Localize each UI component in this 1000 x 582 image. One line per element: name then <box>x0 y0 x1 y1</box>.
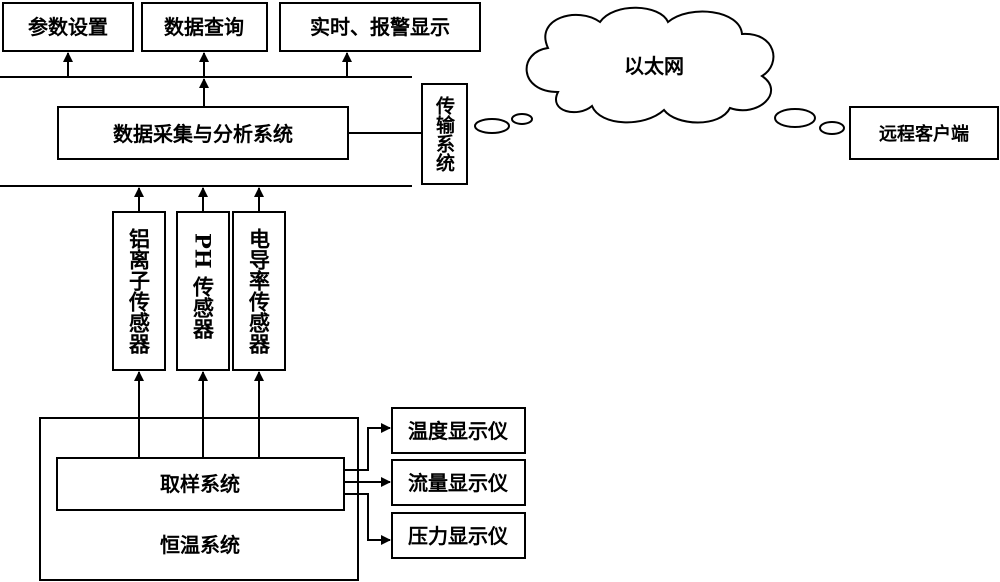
thermostat-system-label: 恒温系统 <box>160 533 240 557</box>
sampling-system-label: 取样系统 <box>160 472 240 496</box>
aluminum-ion-sensor-block: 铝离子传感器 <box>112 211 166 371</box>
remote-client-block: 远程客户端 <box>849 106 999 160</box>
transmission-system-label: 传输系统 <box>433 95 456 173</box>
ph-sensor-block: PH 传感器 <box>176 211 230 371</box>
remote-client-label: 远程客户端 <box>879 123 969 145</box>
pressure-display-label: 压力显示仪 <box>408 524 509 548</box>
cloud-bubble-right-2 <box>819 121 845 135</box>
cloud-bubble-right-1 <box>774 108 816 128</box>
acquisition-system-block: 数据采集与分析系统 <box>57 106 349 160</box>
conductivity-sensor-label: 电导率传感器 <box>247 228 272 355</box>
cloud-bubble-left-1 <box>474 118 510 134</box>
aluminum-ion-sensor-label: 铝离子传感器 <box>127 227 152 355</box>
flow-display-label: 流量显示仪 <box>408 471 509 495</box>
temperature-display-label: 温度显示仪 <box>408 419 509 443</box>
data-query-block: 数据查询 <box>141 2 268 52</box>
param-settings-label: 参数设置 <box>28 15 108 39</box>
connector-to-temperature <box>344 423 391 471</box>
connector-to-pressure <box>344 493 391 545</box>
cloud-bubble-left-2 <box>511 113 533 125</box>
flow-display-block: 流量显示仪 <box>391 459 526 506</box>
conductivity-sensor-block: 电导率传感器 <box>232 211 286 371</box>
pressure-display-block: 压力显示仪 <box>391 512 526 559</box>
ph-sensor-label: PH 传感器 <box>191 233 216 340</box>
temperature-display-block: 温度显示仪 <box>391 407 526 454</box>
ethernet-label: 以太网 <box>624 54 684 78</box>
ethernet-cloud: 以太网 <box>525 6 775 124</box>
realtime-alarm-block: 实时、报警显示 <box>279 2 481 52</box>
realtime-alarm-label: 实时、报警显示 <box>310 15 450 39</box>
sampling-system-block: 取样系统 <box>56 457 345 511</box>
transmission-system-block: 传输系统 <box>421 83 468 185</box>
acquisition-system-label: 数据采集与分析系统 <box>113 122 293 146</box>
data-query-label: 数据查询 <box>164 15 244 39</box>
param-settings-block: 参数设置 <box>2 2 134 52</box>
